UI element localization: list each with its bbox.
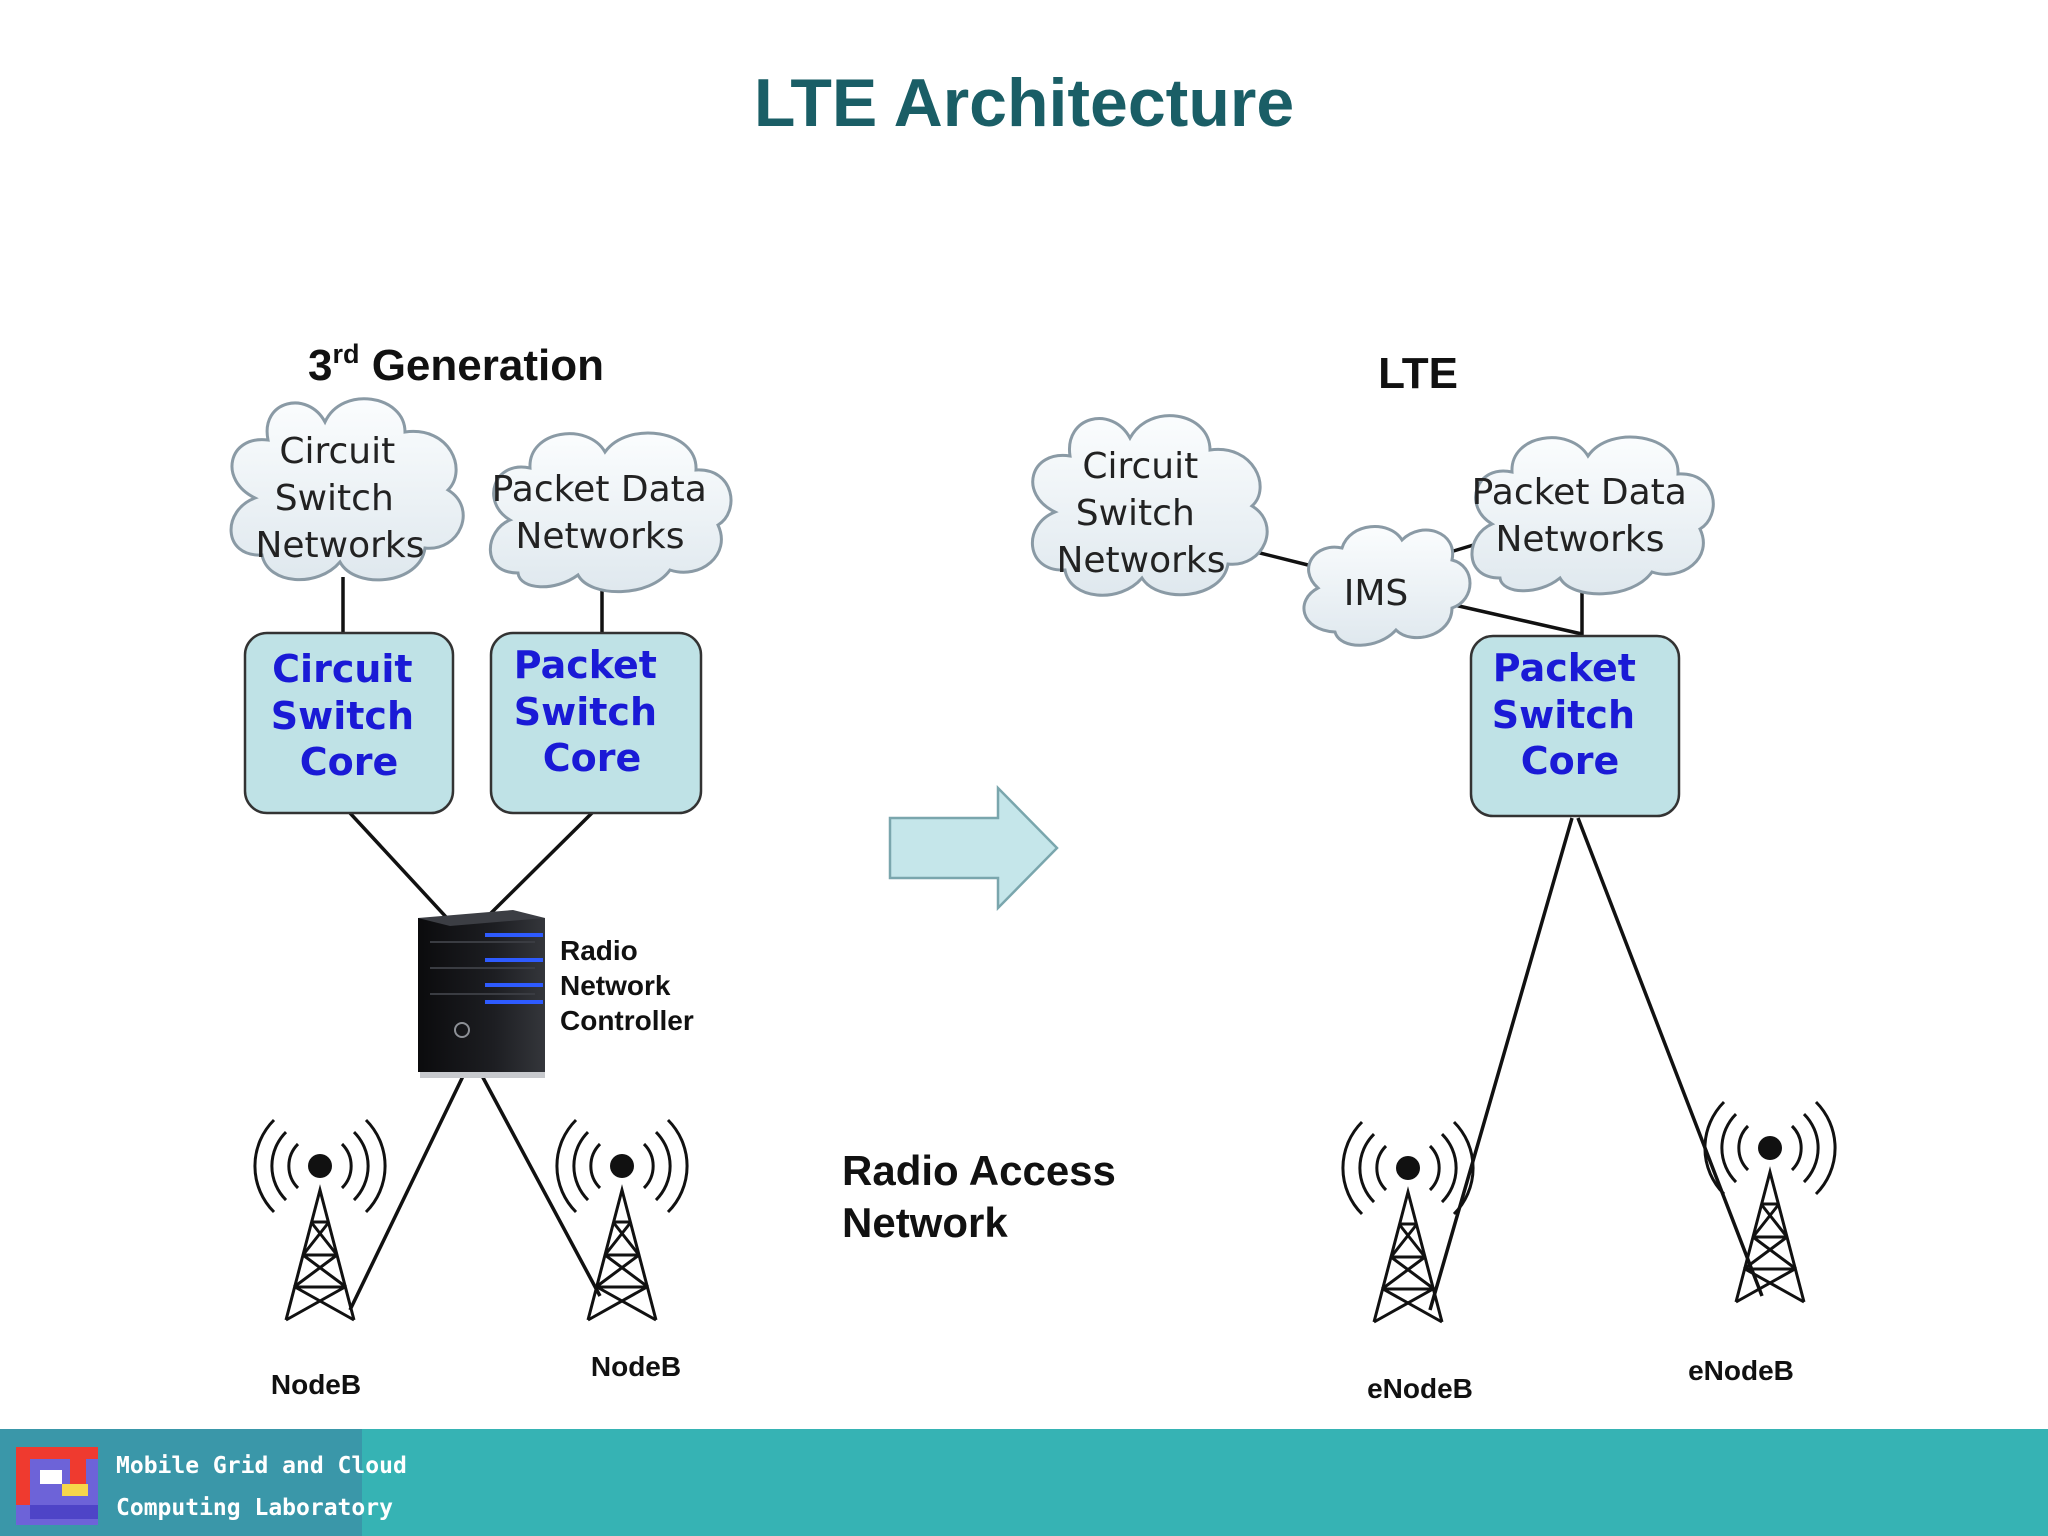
antenna-tower-icon [555, 1118, 689, 1322]
ran-label-line-2: Network [842, 1199, 1008, 1246]
lab-logo: Mobile Grid and Cloud Computing Laborato… [0, 1429, 407, 1536]
ran-label-line-1: Radio Access [842, 1147, 1116, 1194]
antenna-tower-icon [1341, 1120, 1475, 1324]
left-heading-sup: rd [332, 339, 359, 369]
left-circuit-switch-core: Circuit Switch Core [243, 631, 455, 815]
right-cloud-packet-line-1: Packet Data [1472, 472, 1687, 513]
rnc-label-line-2: Network [560, 970, 671, 1001]
transition-arrow [888, 784, 1059, 912]
ims-label: IMS [1344, 573, 1409, 614]
right-circuit-switch-networks-cloud: Circuit Switch Networks [1031, 414, 1269, 597]
svg-text:Circuit Switch Cor: Circuit Switch Core [271, 647, 427, 784]
right-tower-label-2: eNodeB [1688, 1355, 1794, 1386]
left-heading-base: 3 [308, 341, 332, 390]
right-cloud-circuit-line-3: Networks [1056, 540, 1225, 581]
right-heading: LTE [1378, 349, 1458, 398]
right-packet-switch-core: Packet Switch Core [1469, 634, 1681, 818]
left-core-circuit-line-2: Switch [271, 694, 414, 738]
left-tower-label-1: NodeB [271, 1369, 361, 1400]
left-packet-switch-core: Packet Switch Core [489, 631, 703, 815]
left-cloud-circuit-line-2: Switch [275, 478, 394, 519]
rnc-label: Radio Network Controller [560, 935, 694, 1036]
left-core-packet-line-3: Core [543, 736, 642, 780]
antenna-tower-icon [253, 1118, 387, 1322]
logo-mark-icon [16, 1447, 98, 1525]
right-cloud-circuit-line-1: Circuit [1082, 446, 1198, 487]
left-packet-data-networks-cloud: Packet Data Networks [488, 431, 733, 594]
svg-text:Packet Switch Core: Packet Switch Core [514, 643, 670, 780]
radio-access-network-label: Radio Access Network [842, 1147, 1128, 1246]
ims-cloud: IMS [1302, 525, 1472, 647]
rnc-label-line-3: Controller [560, 1005, 694, 1036]
left-core-circuit-line-3: Core [300, 740, 399, 784]
svg-text:Circuit Switch Net: Circuit Switch Networks [1056, 446, 1225, 581]
logo-line-1: Mobile Grid and Cloud [116, 1453, 407, 1479]
right-core-packet-line-1: Packet [1493, 646, 1636, 690]
left-core-packet-line-1: Packet [514, 643, 657, 687]
left-cloud-circuit-line-3: Networks [255, 525, 424, 566]
svg-text:Packet Switch Core: Packet Switch Core [1492, 646, 1649, 783]
left-cloud-circuit-line-1: Circuit [279, 431, 395, 472]
left-core-packet-line-2: Switch [514, 690, 657, 734]
antenna-tower-icon [1703, 1100, 1837, 1304]
right-packet-data-networks-cloud: Packet Data Networks [1470, 435, 1715, 596]
svg-text:Packet Data Networks: Packet Data Networks [492, 469, 719, 557]
right-cloud-packet-line-2: Networks [1495, 519, 1664, 560]
right-cloud-circuit-line-2: Switch [1076, 493, 1195, 534]
left-heading: 3rd Generation [308, 339, 604, 390]
right-tower-label-1: eNodeB [1367, 1373, 1473, 1404]
left-heading-rest: Generation [359, 341, 604, 390]
svg-text:Packet Data Networks: Packet Data Networks [1472, 472, 1699, 560]
left-core-circuit-line-1: Circuit [272, 647, 412, 691]
right-core-packet-line-2: Switch [1492, 693, 1635, 737]
page-title: LTE Architecture [754, 65, 1294, 141]
left-tower-label-2: NodeB [591, 1351, 681, 1382]
server-icon [418, 910, 545, 1078]
logo-line-2: Computing Laboratory [116, 1495, 393, 1521]
left-cloud-packet-line-2: Networks [515, 516, 684, 557]
svg-text:Circuit Switch Net: Circuit Switch Networks [255, 431, 424, 566]
left-connector-lines [341, 577, 604, 1311]
right-core-packet-line-3: Core [1521, 739, 1620, 783]
left-circuit-switch-networks-cloud: Circuit Switch Networks [229, 397, 465, 582]
left-cloud-packet-line-1: Packet Data [492, 469, 707, 510]
rnc-label-line-1: Radio [560, 935, 638, 966]
